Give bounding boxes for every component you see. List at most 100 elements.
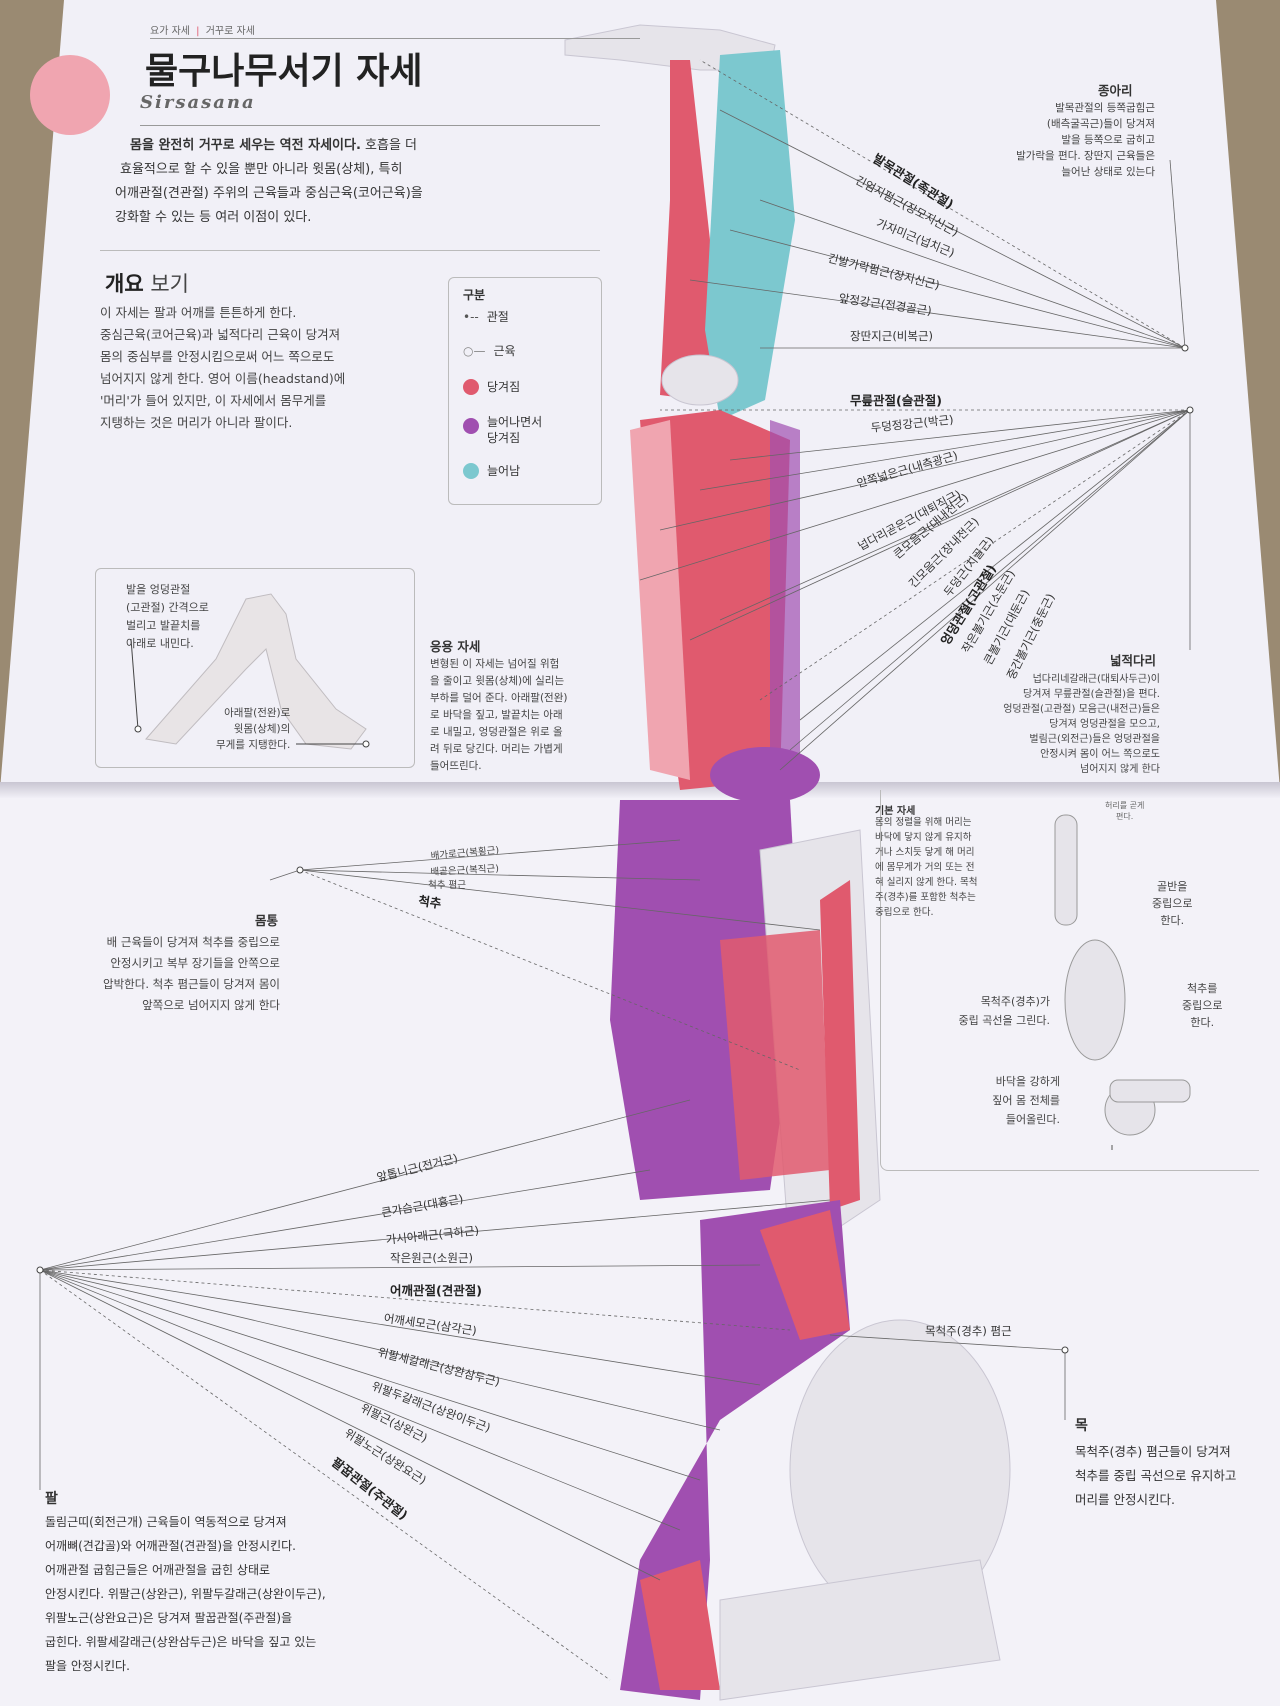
overview-line: '머리'가 들어 있지만, 이 자세에서 몸무게를 [100, 393, 327, 408]
note-line: 골반을 [1157, 880, 1188, 893]
stretch-contract-swatch-icon [463, 418, 479, 434]
tibialis-muscle [660, 60, 720, 400]
note-line: 들어올린다. [1005, 1113, 1060, 1126]
leader-lines-lower-leg [689, 59, 1186, 349]
knee-bone [661, 354, 739, 406]
note-neck: 목척주(경추)가 중립 곡선을 그린다. [930, 992, 1050, 1030]
note-line: 목척주(경추)가 [980, 995, 1050, 1008]
torso-text: 배 근육들이 당겨져 척추를 중립으로 안정시키고 복부 장기들을 안쪽으로 압… [40, 932, 280, 1016]
legend-label: 늘어남 [487, 464, 521, 478]
arm-line: 위팔노근(상완요근)은 당겨져 팔꿉관절(주관절)을 [45, 1611, 293, 1625]
forearm-bones [719, 1559, 1001, 1701]
basic-pose-line: 몸의 정렬을 위해 머리는 [875, 817, 972, 828]
thigh-text: 넙다리네갈래근(대퇴사두근)이 당겨져 무릎관절(슬관절)을 편다. 엉덩관절(… [950, 672, 1160, 777]
top-page [0, 0, 1280, 790]
label-teres-minor: 작은원근(소원근) [390, 1251, 474, 1265]
neck-line: 머리를 안정시킨다. [1075, 1492, 1175, 1507]
legend-item-muscle: ○— 근육 [463, 342, 516, 359]
note-line: (고관절) 간격으로 [126, 601, 209, 614]
intro-rest: 호흡을 더 [360, 138, 417, 153]
leader-line-neck [829, 1334, 1066, 1420]
neck-extensor-muscle [760, 1210, 850, 1340]
thigh-line: 벌림근(외전근)들은 엉덩관절을 [1029, 734, 1160, 745]
variation-line: 려 뒤로 당긴다. 머리는 가볍게 [430, 743, 563, 755]
note-line: 아래로 내민다. [126, 637, 194, 650]
breadcrumb-section: 요가 자세 [150, 26, 190, 37]
neck-heading: 목 [1075, 1418, 1088, 1434]
overview-heading-bold: 개요 [105, 272, 144, 296]
intro-line-3: 어깨관절(견관절) 주위의 근육들과 중심근육(코어근육)을 [115, 186, 423, 201]
spinal-extensor-muscle [820, 880, 860, 1210]
intro-bold: 몸을 완전히 거꾸로 세우는 역전 자세이다. [130, 138, 361, 153]
label-neck-extensor: 목척주(경추) 폄근 [925, 1324, 1012, 1338]
corner-line: 편다. [1116, 812, 1134, 821]
overview-heading-light: 보기 [150, 272, 189, 296]
torso-line: 배 근육들이 당겨져 척추를 중립으로 [106, 935, 280, 949]
gluteal-muscle [710, 747, 820, 803]
variation-line: 들어뜨린다. [430, 760, 482, 772]
note-line: 아래팔(전완)로 [224, 707, 291, 719]
breadcrumb: 요가 자세 | 거꾸로 자세 [150, 22, 255, 37]
arm-text: 돌림근띠(회전근개) 근육들이 역동적으로 당겨져 어깨뼈(견갑골)와 어깨관절… [45, 1510, 445, 1678]
joint-marker-icon: •-- [463, 309, 479, 324]
arm-line: 안정시킨다. 위팔근(상완근), 위팔두갈래근(상완이두근), [45, 1587, 326, 1601]
leader-endpoints [36, 344, 1194, 1354]
note-line: 중립으로 [1152, 897, 1193, 910]
torso-line: 앞쪽으로 넘어지지 않게 한다 [142, 998, 280, 1012]
variation-figure [130, 593, 370, 750]
calf-heading: 종아리 [1098, 83, 1133, 98]
calf-line: 발목관절의 등쪽굽힘근 [1055, 102, 1155, 114]
torso-line: 안정시키고 복부 장기들을 안쪽으로 [110, 956, 280, 970]
note-floor: 바닥을 강하게 짚어 몸 전체를 들어올린다. [960, 1072, 1060, 1129]
basic-pose-heading: 기본 자세 [875, 806, 916, 817]
label-gastrocnemius: 장딴지근(비복근) [850, 329, 934, 343]
overview-line: 중심근육(코어근육)과 넓적다리 근육이 당겨져 [100, 327, 341, 342]
arm-heading: 팔 [45, 1491, 58, 1507]
torso-heading: 몸통 [255, 913, 279, 928]
variation-line: 로 내밀고, 엉덩관절은 위로 올 [430, 726, 563, 738]
overview-line: 몸의 중심부를 안정시킴으로써 어느 쪽으로도 [100, 349, 335, 364]
variation-line: 을 줄이고 윗몸(상체)에 실리는 [430, 675, 565, 687]
variation-illustration-box: 발을 엉덩관절 (고관절) 간격으로 벌리고 발끝치를 아래로 내민다. 아래팔… [95, 568, 415, 768]
note-spine: 척추를 중립으로 한다. [1182, 980, 1222, 1031]
intro-line-2: 효율적으로 할 수 있을 뿐만 아니라 윗몸(상체), 특히 [120, 162, 403, 177]
variation-text: 변형된 이 자세는 넘어질 위험 을 줄이고 윗몸(상체)에 실리는 부하를 덜… [430, 656, 600, 775]
title-rule [140, 125, 600, 126]
note-pelvis: 골반을 중립으로 한다. [1152, 878, 1192, 929]
neck-text: 목척주(경추) 폄근들이 당겨져 척추를 중립 곡선으로 유지하고 머리를 안정… [1075, 1440, 1236, 1512]
serratus-muscle [720, 930, 830, 1180]
overview-line: 이 자세는 팔과 어깨를 튼튼하게 한다. [100, 305, 297, 320]
thigh-line: 넘어지지 않게 한다 [1080, 764, 1160, 775]
variation-line: 부하를 덜어 준다. 아래팔(전완) [430, 692, 568, 704]
variation-note-feet: 발을 엉덩관절 (고관절) 간격으로 벌리고 발끝치를 아래로 내민다. [126, 581, 209, 653]
legend-item-contract: 당겨짐 [463, 378, 520, 395]
variation-heading: 응용 자세 [430, 639, 481, 654]
calf-line: (배측굴곡근)들이 당겨져 [1046, 118, 1155, 130]
legend-item-joint: •--관절 [463, 308, 509, 325]
calf-line: 발을 등쪽으로 굽히고 [1061, 134, 1155, 146]
label-shoulder-joint: 어깨관절(견관절) [390, 1283, 482, 1298]
intro-text: 몸을 완전히 거꾸로 세우는 역전 자세이다. 호흡을 더 효율적으로 할 수 … [115, 134, 615, 230]
calf-text: 발목관절의 등쪽굽힘근 (배측굴곡근)들이 당겨져 발을 등쪽으로 굽히고 발가… [900, 100, 1155, 180]
page-subtitle: Sirsasana [140, 92, 256, 113]
legend-label: 근육 [493, 344, 516, 358]
biceps-muscle [640, 1560, 720, 1690]
thigh-line: 당겨져 엉덩관절을 모으고, [1049, 719, 1160, 730]
label-spine: 척추 [417, 892, 443, 912]
overview-line: 지탱하는 것은 머리가 아니라 팔이다. [100, 415, 293, 430]
note-line: 척추를 [1187, 982, 1218, 995]
thigh-line: 넙다리네갈래근(대퇴사두근)이 [1032, 674, 1160, 685]
neck-line: 척추를 중립 곡선으로 유지하고 [1075, 1468, 1237, 1483]
note-line: 윗몸(상체)의 [233, 723, 291, 735]
muscle-marker-icon: ○— [463, 343, 486, 358]
breadcrumb-subsection: 거꾸로 자세 [205, 26, 255, 37]
thigh-outer-muscle [770, 420, 800, 780]
note-line: 짚어 몸 전체를 [992, 1094, 1060, 1107]
note-line: 벌리고 발끝치를 [126, 619, 201, 632]
thigh-line: 안정시켜 몸이 어느 쪽으로도 [1040, 749, 1160, 760]
variation-line: 변형된 이 자세는 넘어질 위험 [430, 658, 560, 670]
legend-item-stretch: 늘어남 [463, 462, 520, 479]
torso-line: 압박한다. 척추 폄근들이 당겨져 몸이 [103, 977, 280, 991]
